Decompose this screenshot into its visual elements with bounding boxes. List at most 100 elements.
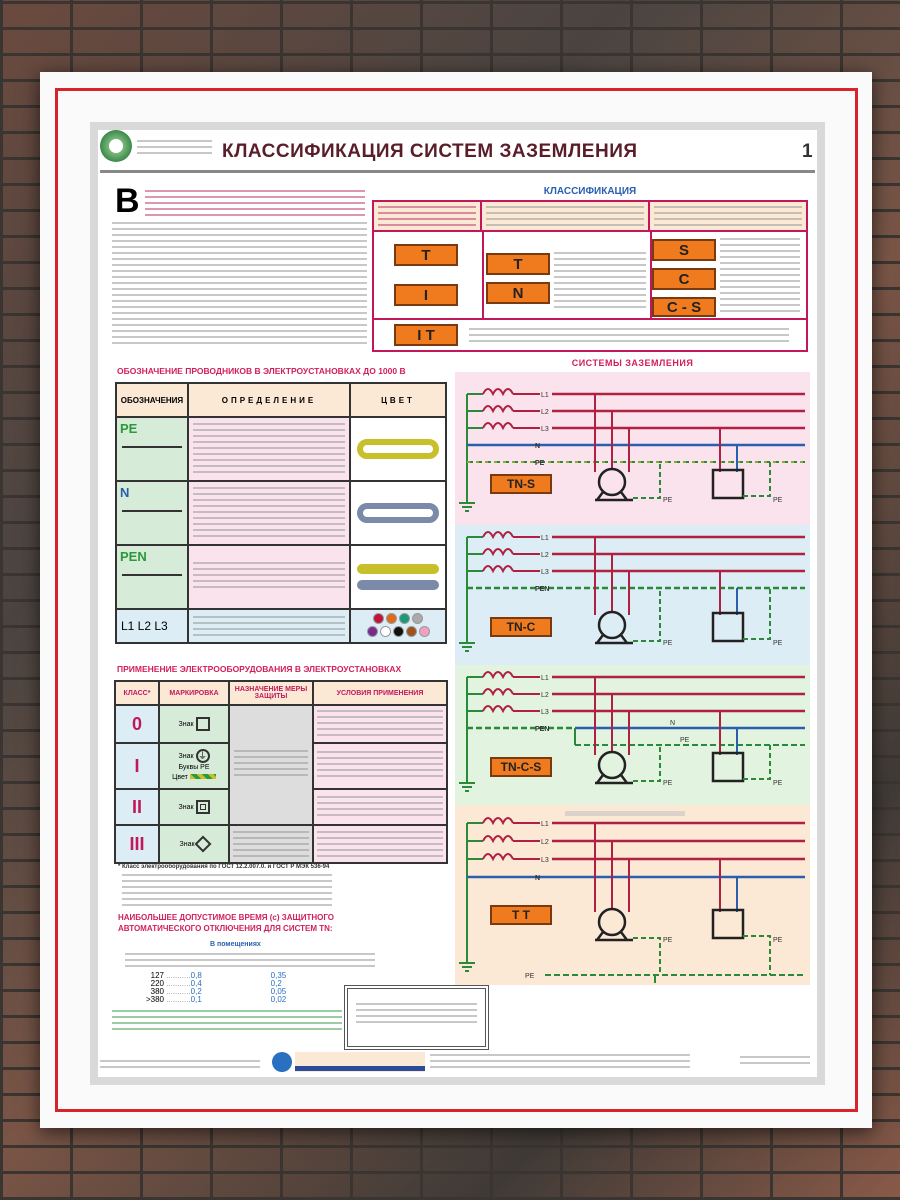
coil-icon (482, 405, 514, 414)
credits-box (344, 985, 489, 1050)
ground-icon (459, 782, 475, 792)
letter-I-first: I (394, 284, 458, 306)
wire-label: PE (663, 640, 673, 647)
low-voltage-icon (194, 835, 211, 853)
phase-color-dot (399, 613, 410, 624)
letter-N-second: N (486, 282, 550, 304)
wire-label: L1 (541, 821, 549, 828)
motor-icon (597, 907, 627, 937)
motor-icon (597, 467, 627, 497)
coil-icon (482, 705, 514, 714)
wire-label: L3 (541, 426, 549, 433)
letter-T-second: T (486, 253, 550, 275)
standard-note: * Класс электрооборудования по ГОСТ 12.2… (118, 864, 330, 870)
systems-title: СИСТЕМЫ ЗАЗЕМЛЕНИЯ (571, 358, 694, 368)
wire-label: L2 (541, 552, 549, 559)
class-0: 0 (114, 704, 160, 744)
max-time-title: НАИБОЛЬШЕЕ ДОПУСТИМОЕ ВРЕМЯ (с) ЗАЩИТНОГ… (118, 913, 334, 933)
divider (100, 170, 815, 173)
wire-label: L2 (541, 409, 549, 416)
logo-icon (100, 130, 132, 162)
device-icon (711, 751, 745, 783)
wire-label: PE (773, 497, 783, 504)
device-icon (711, 611, 745, 643)
wire-label: L1 (541, 392, 549, 399)
wire-label: N (535, 443, 540, 450)
coil-icon (482, 565, 514, 574)
coil-icon (482, 817, 514, 826)
system-label: TN-S (490, 474, 552, 494)
ground-icon (459, 642, 475, 652)
page-title: КЛАССИФИКАЦИЯ СИСТЕМ ЗАЗЕМЛЕНИЯ (222, 141, 638, 162)
wire-label: PE (773, 780, 783, 787)
motor-icon (597, 750, 627, 780)
wire-label: PEN (535, 726, 549, 733)
letter-T-first: T (394, 244, 458, 266)
n-wire-swatch (349, 480, 447, 546)
motor-icon (597, 610, 627, 640)
intro-body (112, 222, 367, 345)
wire-label: L1 (541, 675, 549, 682)
wire-label: L2 (541, 839, 549, 846)
phase-colors (349, 608, 447, 644)
wire-label: L3 (541, 857, 549, 864)
coil-icon (482, 531, 514, 540)
coil-icon (482, 835, 514, 844)
phase-color-dot (392, 626, 404, 637)
class-III: III (114, 824, 160, 864)
wire-label: L2 (541, 692, 549, 699)
pe-wire-swatch (349, 416, 447, 482)
ground-symbol-icon: ⏚ (195, 749, 210, 763)
conductors-title: ОБОЗНАЧЕНИЕ ПРОВОДНИКОВ В ЭЛЕКТРОУСТАНОВ… (117, 366, 406, 376)
class-II: II (114, 788, 160, 826)
classification-box: T I T N S C C - S I T (372, 200, 808, 352)
coil-icon (482, 388, 514, 397)
page-number: 1 (802, 141, 813, 162)
letter-S: S (652, 239, 716, 261)
wire-label: L3 (541, 709, 549, 716)
phase-color-dot (412, 613, 423, 624)
coil-icon (482, 688, 514, 697)
wire-label: PE (663, 780, 673, 787)
wire-label: PE (663, 937, 673, 944)
coil-icon (482, 548, 514, 557)
publisher-text (137, 140, 212, 158)
phase-color-dot (386, 613, 397, 624)
classification-title: КЛАССИФИКАЦИЯ (543, 186, 637, 197)
drop-cap: В (115, 182, 140, 220)
pen-label: PEN (120, 549, 147, 564)
letter-C: C (652, 268, 716, 290)
phase-color-dot (418, 626, 430, 637)
coil-icon (482, 853, 514, 862)
wire-label: N (670, 720, 675, 727)
indoor-subtitle: В помещениях (210, 941, 261, 948)
n-label: N (120, 485, 130, 500)
poster-red-border (55, 88, 858, 1112)
phase-color-dot (379, 626, 391, 637)
wire-label: PE (773, 640, 783, 647)
wire-label: PE (663, 497, 673, 504)
wire-label: PEN (535, 586, 549, 593)
wire-label: PE (773, 937, 783, 944)
wire-label: PE (535, 460, 545, 467)
wire-label: PE (680, 737, 690, 744)
class-0-symbol-icon (195, 717, 210, 731)
system-label: TN-C (490, 617, 552, 637)
equipment-title: ПРИМЕНЕНИЕ ЭЛЕКТРООБОРУДОВАНИЯ В ЭЛЕКТРО… (117, 664, 402, 674)
system-label: T T (490, 905, 552, 925)
publisher-logo-icon (272, 1052, 292, 1072)
device-icon (711, 908, 745, 940)
wire-label: PE (525, 973, 535, 980)
device-icon (711, 468, 745, 500)
letter-IT: I T (394, 324, 458, 346)
wire-label: L1 (541, 535, 549, 542)
pe-label: PE (120, 421, 138, 436)
